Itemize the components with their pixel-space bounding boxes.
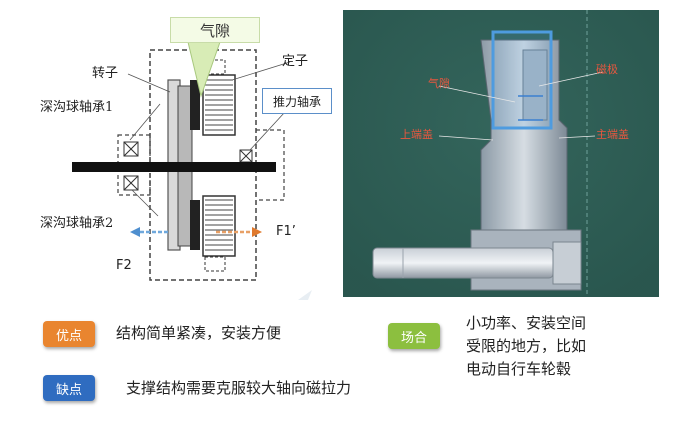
housing-outline [149,49,257,281]
stator-label: 定子 [282,54,309,69]
deep-groove-bearing-1-symbol [123,141,139,191]
magnet-lower [190,200,200,250]
stator-lower-windings [205,199,233,251]
motor-cross-section-diagram [72,41,312,300]
thrust-bearing-label: 推力轴承 [272,94,321,109]
advantage-tag-label: 优点 [55,328,82,344]
advantage-text: 结构简单紧凑，安装方便 [116,324,282,342]
photo-main-cover-label: 主端盖 [596,128,629,141]
scenario-line-3: 电动自行车轮毂 [466,360,572,378]
air-gap-label-box: 气隙 [170,17,260,43]
photo-shaft [372,247,554,279]
bearing-1-label: 深沟球轴承1 [40,100,114,115]
disadvantage-tag-label: 缺点 [55,382,82,398]
scenario-line-2: 受限的地方，比如 [466,337,587,355]
force-f2-label: F2 [116,258,132,273]
stator-lower [202,195,236,257]
scenario-line-1: 小功率、安装空间 [466,314,587,332]
scenario-tag: 场合 [388,323,440,349]
force-arrow-right [216,227,262,237]
photo-air-gap-label: 气隙 [428,77,450,90]
photo-upper-cover-label: 上端盖 [400,128,433,141]
motor-photo [343,10,659,297]
photo-magnet-label: 磁极 [596,63,618,76]
air-gap-label: 气隙 [199,21,230,40]
disadvantage-tag: 缺点 [43,375,95,401]
photo-highlight-frame [491,30,553,130]
shaft [72,162,276,172]
disadvantage-text: 支撑结构需要克服较大轴向磁拉力 [126,379,352,397]
rotor-label: 转子 [92,66,119,81]
thrust-bearing-symbol [239,149,253,163]
advantage-tag: 优点 [43,321,95,347]
thrust-bearing-label-box: 推力轴承 [262,88,332,114]
scenario-tag-label: 场合 [400,330,427,346]
right-thrust-housing [256,129,285,201]
force-arrow-left [130,227,168,237]
force-f1-label: F1’ [276,224,296,239]
left-bearing-housing [117,134,151,196]
bearing-2-label: 深沟球轴承2 [40,216,114,231]
stator-upper-windings [205,79,233,131]
magnet-upper [190,80,200,130]
